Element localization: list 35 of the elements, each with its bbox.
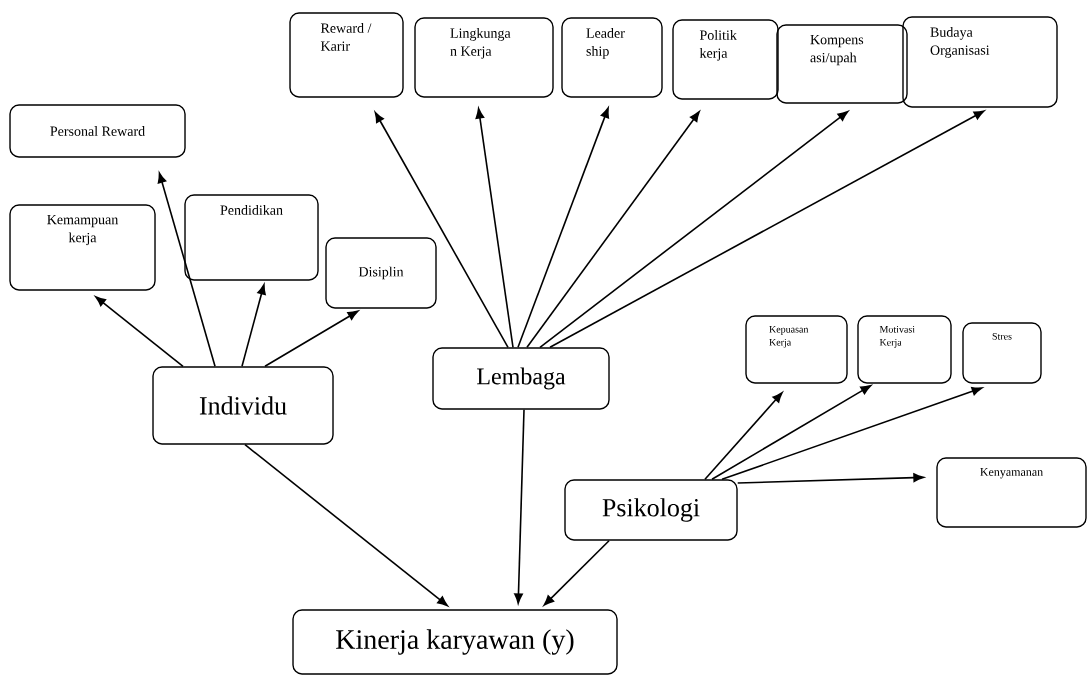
arrow xyxy=(95,296,184,368)
arrow xyxy=(241,283,266,368)
arrow xyxy=(264,310,359,368)
process-box: Kenyamanan xyxy=(936,457,1087,528)
process-box: Motivasi Kerja xyxy=(857,315,952,384)
arrow xyxy=(704,392,783,481)
arrow xyxy=(736,473,924,484)
arrow xyxy=(517,107,610,349)
arrow xyxy=(374,111,509,349)
arrow xyxy=(543,539,610,606)
process-box: Reward / Karir xyxy=(289,12,404,98)
arrow xyxy=(526,111,700,349)
arrow xyxy=(157,172,216,368)
arrow xyxy=(711,385,872,481)
process-box: Kompens asi/upah xyxy=(776,24,908,104)
process-box: Budaya Organisasi xyxy=(902,16,1058,108)
arrow xyxy=(244,443,448,607)
process-box: Pendidikan xyxy=(184,194,319,281)
arrow xyxy=(721,386,983,481)
process-box: Kinerja karyawan (y) xyxy=(292,609,618,675)
process-box: Disiplin xyxy=(325,237,437,309)
process-box: Politik kerja xyxy=(672,19,779,100)
process-box: Kemampuan kerja xyxy=(9,204,156,291)
process-box: Psikologi xyxy=(564,479,738,541)
process-box: Leader ship xyxy=(561,17,663,98)
process-box: Personal Reward xyxy=(9,104,186,158)
arrow xyxy=(549,110,985,349)
process-box: Individu xyxy=(152,366,334,445)
process-box: Lingkunga n Kerja xyxy=(414,17,554,98)
process-box: Lembaga xyxy=(432,347,610,410)
process-box: Stres xyxy=(962,322,1042,384)
arrow xyxy=(539,110,849,349)
arrow xyxy=(475,108,514,349)
arrow xyxy=(514,408,525,604)
process-box: Kepuasan Kerja xyxy=(745,315,848,384)
